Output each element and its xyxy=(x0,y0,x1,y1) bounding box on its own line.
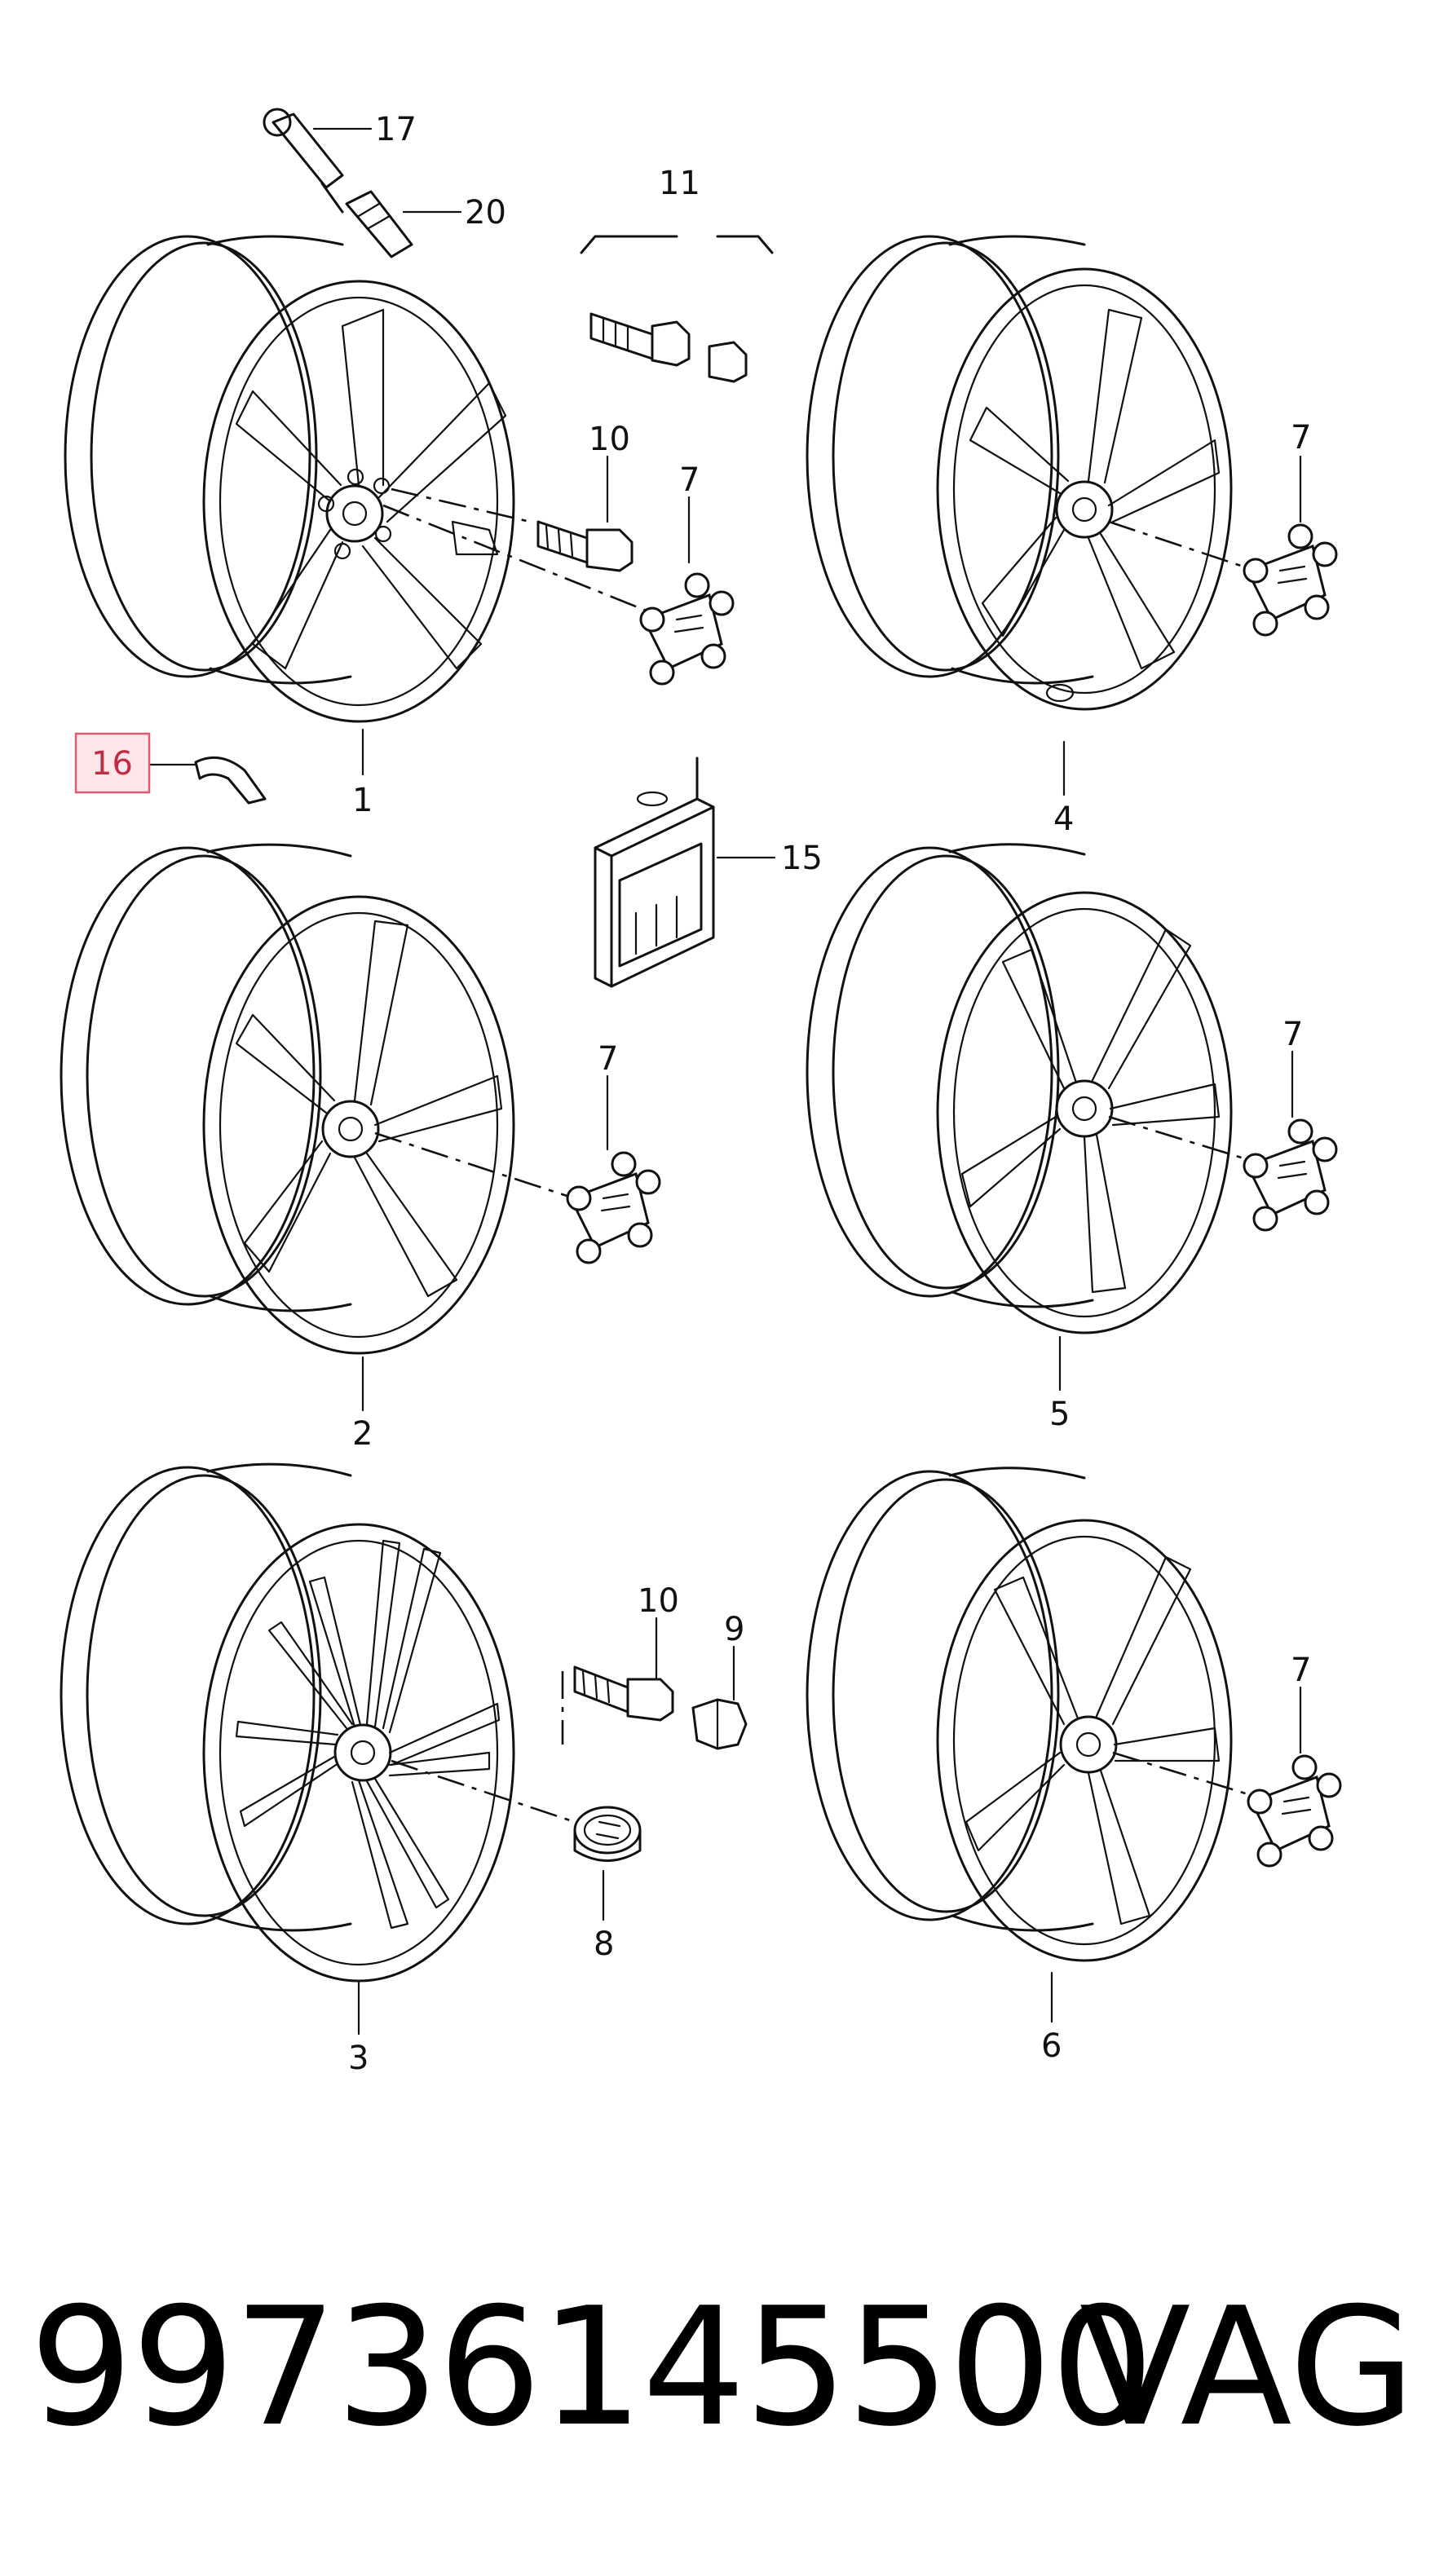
center-cap-8[interactable] xyxy=(573,1806,642,1862)
wheel-1[interactable] xyxy=(64,235,515,723)
balance-weight-20[interactable] xyxy=(194,756,267,805)
callout-9[interactable]: 9 xyxy=(724,1611,744,1648)
callout-10-bottom[interactable]: 10 xyxy=(638,1582,679,1620)
leader-lines xyxy=(148,127,1302,2036)
callout-17[interactable]: 20 xyxy=(465,194,506,232)
callout-6[interactable]: 6 xyxy=(1041,2027,1062,2065)
callout-7-a[interactable]: 7 xyxy=(679,461,700,499)
center-cap-7-c[interactable] xyxy=(566,1151,661,1264)
cap-nut-9[interactable] xyxy=(691,1698,748,1750)
wheel-bolt-10-bottom[interactable] xyxy=(573,1665,674,1722)
center-cap-7-d[interactable] xyxy=(1243,1118,1338,1232)
callout-7-b[interactable]: 7 xyxy=(1291,419,1311,457)
callout-8[interactable]: 8 xyxy=(594,1925,614,1963)
valve-stem-16[interactable] xyxy=(263,108,344,214)
callout-7-e[interactable]: 7 xyxy=(1291,1652,1311,1689)
callout-7-c[interactable]: 7 xyxy=(598,1040,618,1078)
footer: 99736145500 VAG xyxy=(0,2266,1448,2470)
callout-15[interactable]: 15 xyxy=(781,840,823,877)
wheel-bolt-and-nut-11[interactable] xyxy=(580,235,774,383)
callout-1[interactable]: 1 xyxy=(352,782,373,819)
wheel-4[interactable] xyxy=(806,235,1233,711)
callout-5[interactable]: 5 xyxy=(1049,1396,1070,1433)
center-cap-7-a[interactable] xyxy=(639,572,735,686)
lock-bolt-kit-15[interactable] xyxy=(594,756,715,988)
wheel-2[interactable] xyxy=(60,843,515,1355)
center-cap-7-b[interactable] xyxy=(1243,523,1338,637)
callout-4[interactable]: 4 xyxy=(1053,801,1074,838)
wheel-bolt-10-top[interactable] xyxy=(536,520,634,572)
callout-10-top[interactable]: 10 xyxy=(589,421,630,458)
callout-16[interactable]: 17 xyxy=(375,111,417,148)
part-number: 99736145500 xyxy=(29,2273,1154,2463)
wheel-6[interactable] xyxy=(806,1467,1233,1962)
callout-20[interactable]: 16 xyxy=(91,745,133,783)
callout-7-d[interactable]: 7 xyxy=(1282,1016,1303,1053)
callout-3[interactable]: 3 xyxy=(348,2040,369,2077)
wheel-5[interactable] xyxy=(806,843,1233,1334)
brand-name: VAG xyxy=(1079,2273,1415,2463)
callout-20-highlight xyxy=(74,732,151,794)
wheel-3[interactable] xyxy=(60,1462,515,1983)
callout-11[interactable]: 11 xyxy=(659,165,700,202)
callout-2[interactable]: 2 xyxy=(352,1415,373,1453)
center-cap-7-e[interactable] xyxy=(1247,1754,1342,1868)
valve-17[interactable] xyxy=(345,190,413,258)
